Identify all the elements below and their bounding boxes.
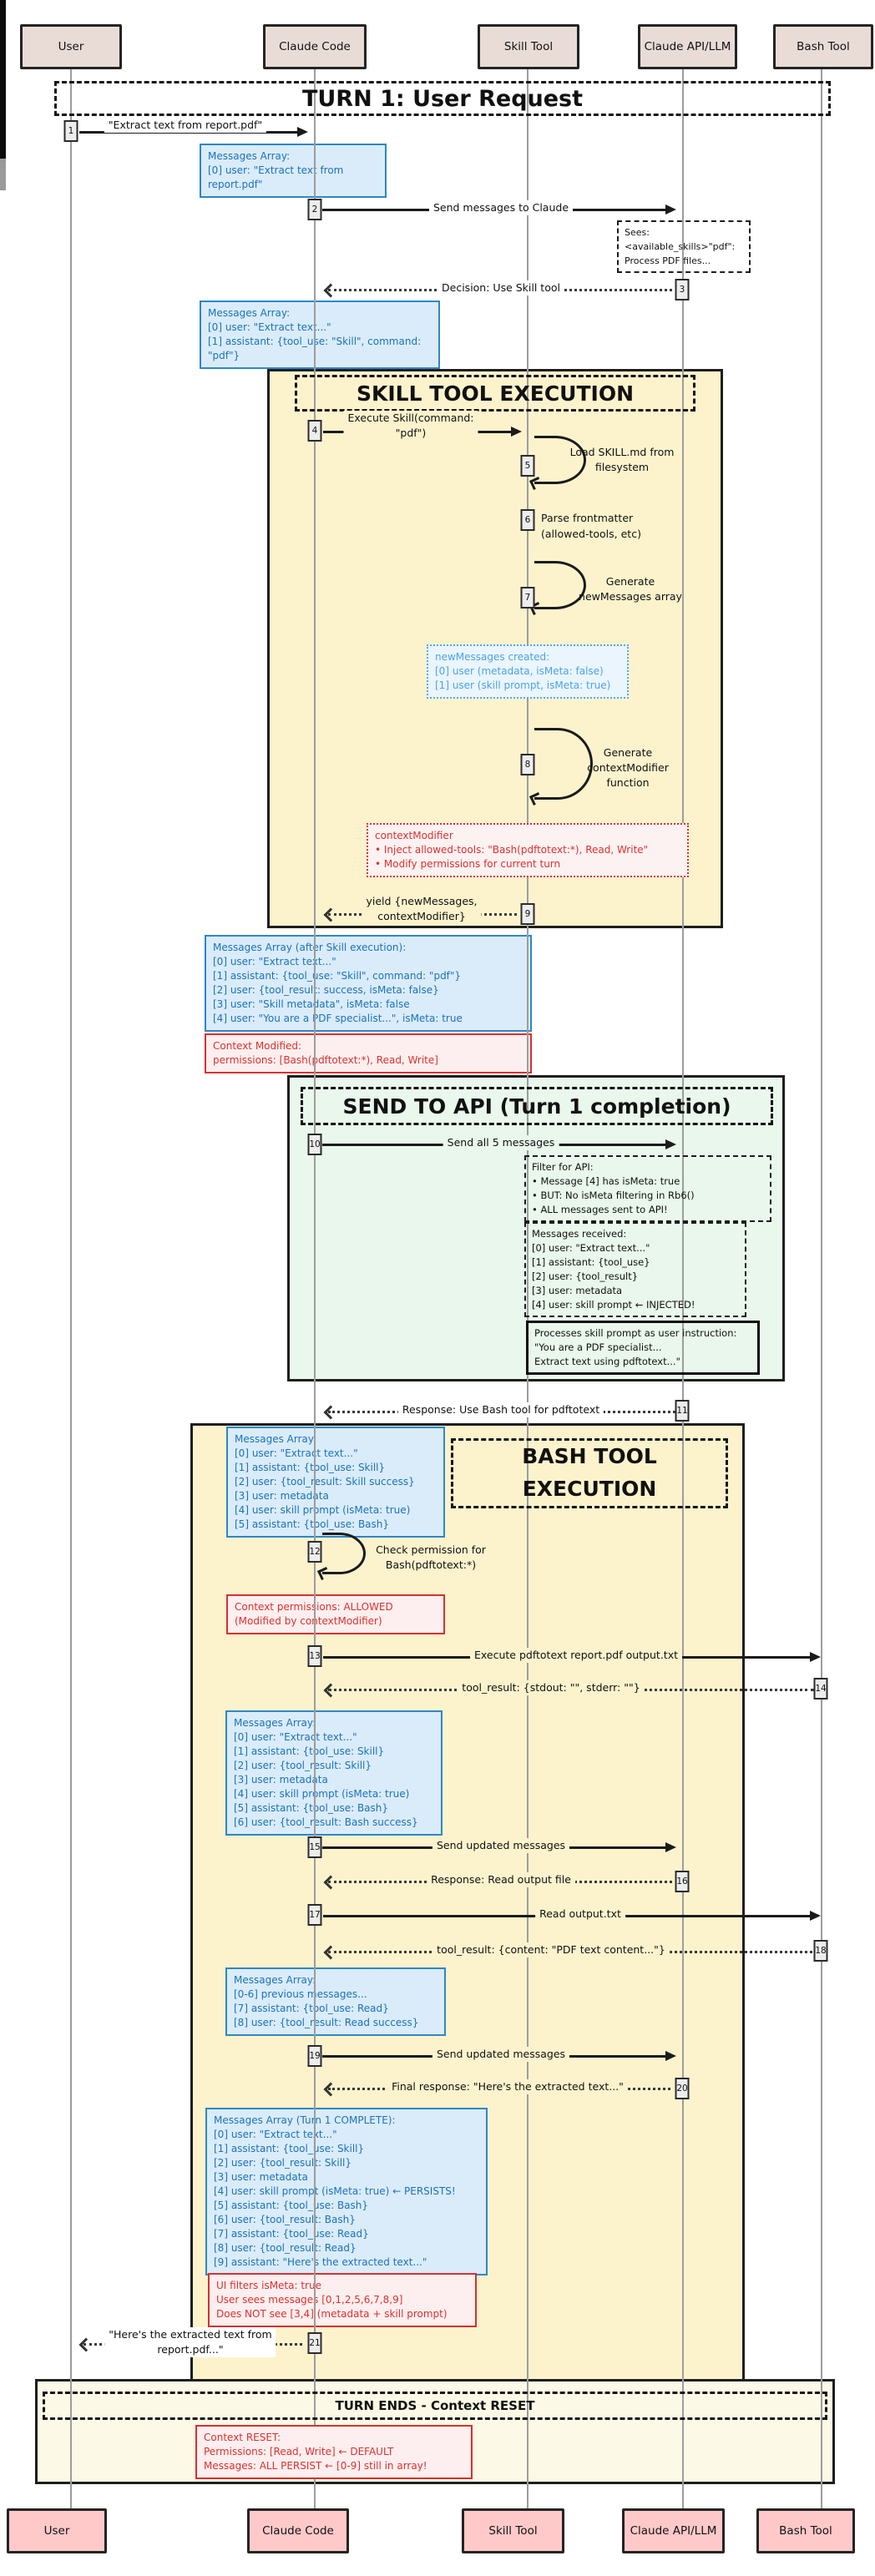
step-marker-11: 11 [675,1400,690,1422]
message-label-21: "Here's the extracted text from report.p… [104,2327,276,2358]
message-label-15: Send updated messages [432,1838,570,1854]
send-to-api-title: SEND TO API (Turn 1 completion) [301,1087,773,1125]
step-marker-8: 8 [520,754,535,775]
arrowhead [297,127,313,137]
messages-received-note: Messages received: [0] user: "Extract te… [524,1222,746,1317]
turn-ends-title: TURN ENDS - Context RESET [43,2392,827,2420]
message-label-17: Read output.txt [535,1907,625,1922]
actor-claude-code-bottom: Claude Code [247,2508,349,2553]
message-label-19: Send updated messages [432,2047,570,2063]
step-marker-9: 9 [520,903,535,925]
step-marker-3: 3 [675,279,690,301]
message-label-4: Execute Skill(command: "pdf") [343,411,478,442]
message-label-2: Send messages to Claude [428,200,574,216]
actor-bash-tool-top: Bash Tool [773,24,873,69]
bash-execution-title: BASH TOOL EXECUTION [451,1438,728,1508]
self-loop-8 [529,728,593,806]
messages-array-box-4: Messages Array: [0] user: "Extract text.… [226,1427,445,1538]
new-messages-created-box: newMessages created: [0] user (metadata,… [427,644,629,699]
step-marker-7: 7 [520,587,535,609]
actor-claude-api-top: Claude API/LLM [638,24,737,69]
messages-array-box-2: Messages Array: [0] user: "Extract text.… [200,301,440,369]
arrowhead [665,205,681,215]
lifeline-claude-code [314,69,316,2508]
screenshot-edge-artifact [0,0,6,159]
step-marker-18: 18 [813,1940,828,1962]
step-marker-21: 21 [307,2332,322,2354]
actor-claude-code-top: Claude Code [263,24,367,69]
step-marker-1: 1 [63,120,78,142]
arrowhead [665,1842,681,1852]
process-skill-prompt-note: Processes skill prompt as user instructi… [526,1321,760,1375]
self-loop-7 [529,561,586,615]
step-marker-5: 5 [520,455,535,477]
arrowhead [810,1652,826,1662]
message-label-11: Response: Use Bash tool for pdftotext [397,1402,604,1418]
skill-execution-title: SKILL TOOL EXECUTION [295,375,695,412]
lifeline-user [70,69,72,2508]
actor-bash-tool-bottom: Bash Tool [756,2508,855,2553]
step-marker-12: 12 [307,1541,322,1563]
step-marker-10: 10 [307,1134,322,1155]
message-label-7: Generate newMessages array [579,575,682,604]
context-modifier-box: contextModifier • Inject allowed-tools: … [367,823,689,877]
messages-array-box-6: Messages Array: [0-6] previous messages.… [225,1967,446,2036]
message-label-3: Decision: Use Skill tool [438,280,564,296]
step-marker-17: 17 [307,1904,322,1926]
lifeline-bash-tool [821,69,822,2508]
screenshot-edge-artifact [0,159,6,190]
message-label-8: Generate contextModifier function [587,746,669,790]
arrowhead [511,427,527,437]
step-marker-6: 6 [520,509,535,531]
filter-for-api-note: Filter for API: • Message [4] has isMeta… [524,1155,771,1222]
message-label-12: Check permission for Bash(pdftotext:*) [376,1543,486,1572]
message-label-16: Response: Read output file [427,1872,575,1888]
message-label-13: Execute pdftotext report.pdf output.txt [469,1648,683,1664]
context-permissions-box: Context permissions: ALLOWED (Modified b… [226,1594,445,1634]
messages-array-box-5: Messages Array: [0] user: "Extract text.… [225,1710,443,1836]
lifeline-skill-tool [527,69,529,2508]
step-marker-20: 20 [675,2078,690,2099]
send-to-api-container [287,1075,785,1381]
message-label-9: yield {newMessages, contextModifier} [362,894,482,925]
actor-skill-tool-top: Skill Tool [478,24,579,69]
message-label-5: Load SKILL.md from filesystem [569,446,675,474]
arrowhead [665,1139,681,1149]
actor-skill-tool-bottom: Skill Tool [462,2508,564,2553]
messages-array-box-3: Messages Array (after Skill execution): … [205,935,532,1032]
step-marker-13: 13 [307,1645,322,1667]
sees-note: Sees: <available_skills>"pdf": Process P… [617,220,751,273]
step-marker-14: 14 [813,1678,828,1700]
message-label-6: Parse frontmatter (allowed-tools, etc) [541,512,641,540]
actor-user-top: User [20,24,122,69]
step-marker-19: 19 [307,2045,322,2067]
context-modified-box: Context Modified: permissions: [Bash(pdf… [205,1033,532,1073]
arrowhead [323,283,338,298]
message-label-1: "Extract text from report.pdf" [104,118,267,134]
step-marker-15: 15 [307,1836,322,1858]
message-label-20: Final response: "Here's the extracted te… [387,2079,628,2095]
arrowhead [810,1911,826,1921]
step-marker-16: 16 [675,1871,690,1892]
arrowhead [665,2051,681,2061]
arrowhead [323,1405,338,1420]
step-marker-2: 2 [307,199,322,220]
step-marker-4: 4 [307,420,322,442]
messages-array-box-1: Messages Array: [0] user: "Extract text … [200,144,387,198]
message-label-18: tool_result: {content: "PDF text content… [432,1942,670,1958]
lifeline-claude-api [682,69,684,2508]
turn1-title: TURN 1: User Request [54,81,831,116]
actor-claude-api-bottom: Claude API/LLM [622,2508,725,2553]
actor-user-bottom: User [7,2508,107,2553]
arrowhead [78,2337,94,2352]
self-loop-5 [529,436,586,490]
ui-filters-box: UI filters isMeta: true User sees messag… [208,2273,477,2327]
self-loop-12 [317,1533,366,1580]
message-label-10: Send all 5 messages [443,1135,559,1151]
messages-array-box-7: Messages Array (Turn 1 COMPLETE): [0] us… [205,2108,488,2275]
message-label-14: tool_result: {stdout: "", stderr: ""} [458,1680,645,1696]
context-reset-box: Context RESET: Permissions: [Read, Write… [195,2425,473,2479]
